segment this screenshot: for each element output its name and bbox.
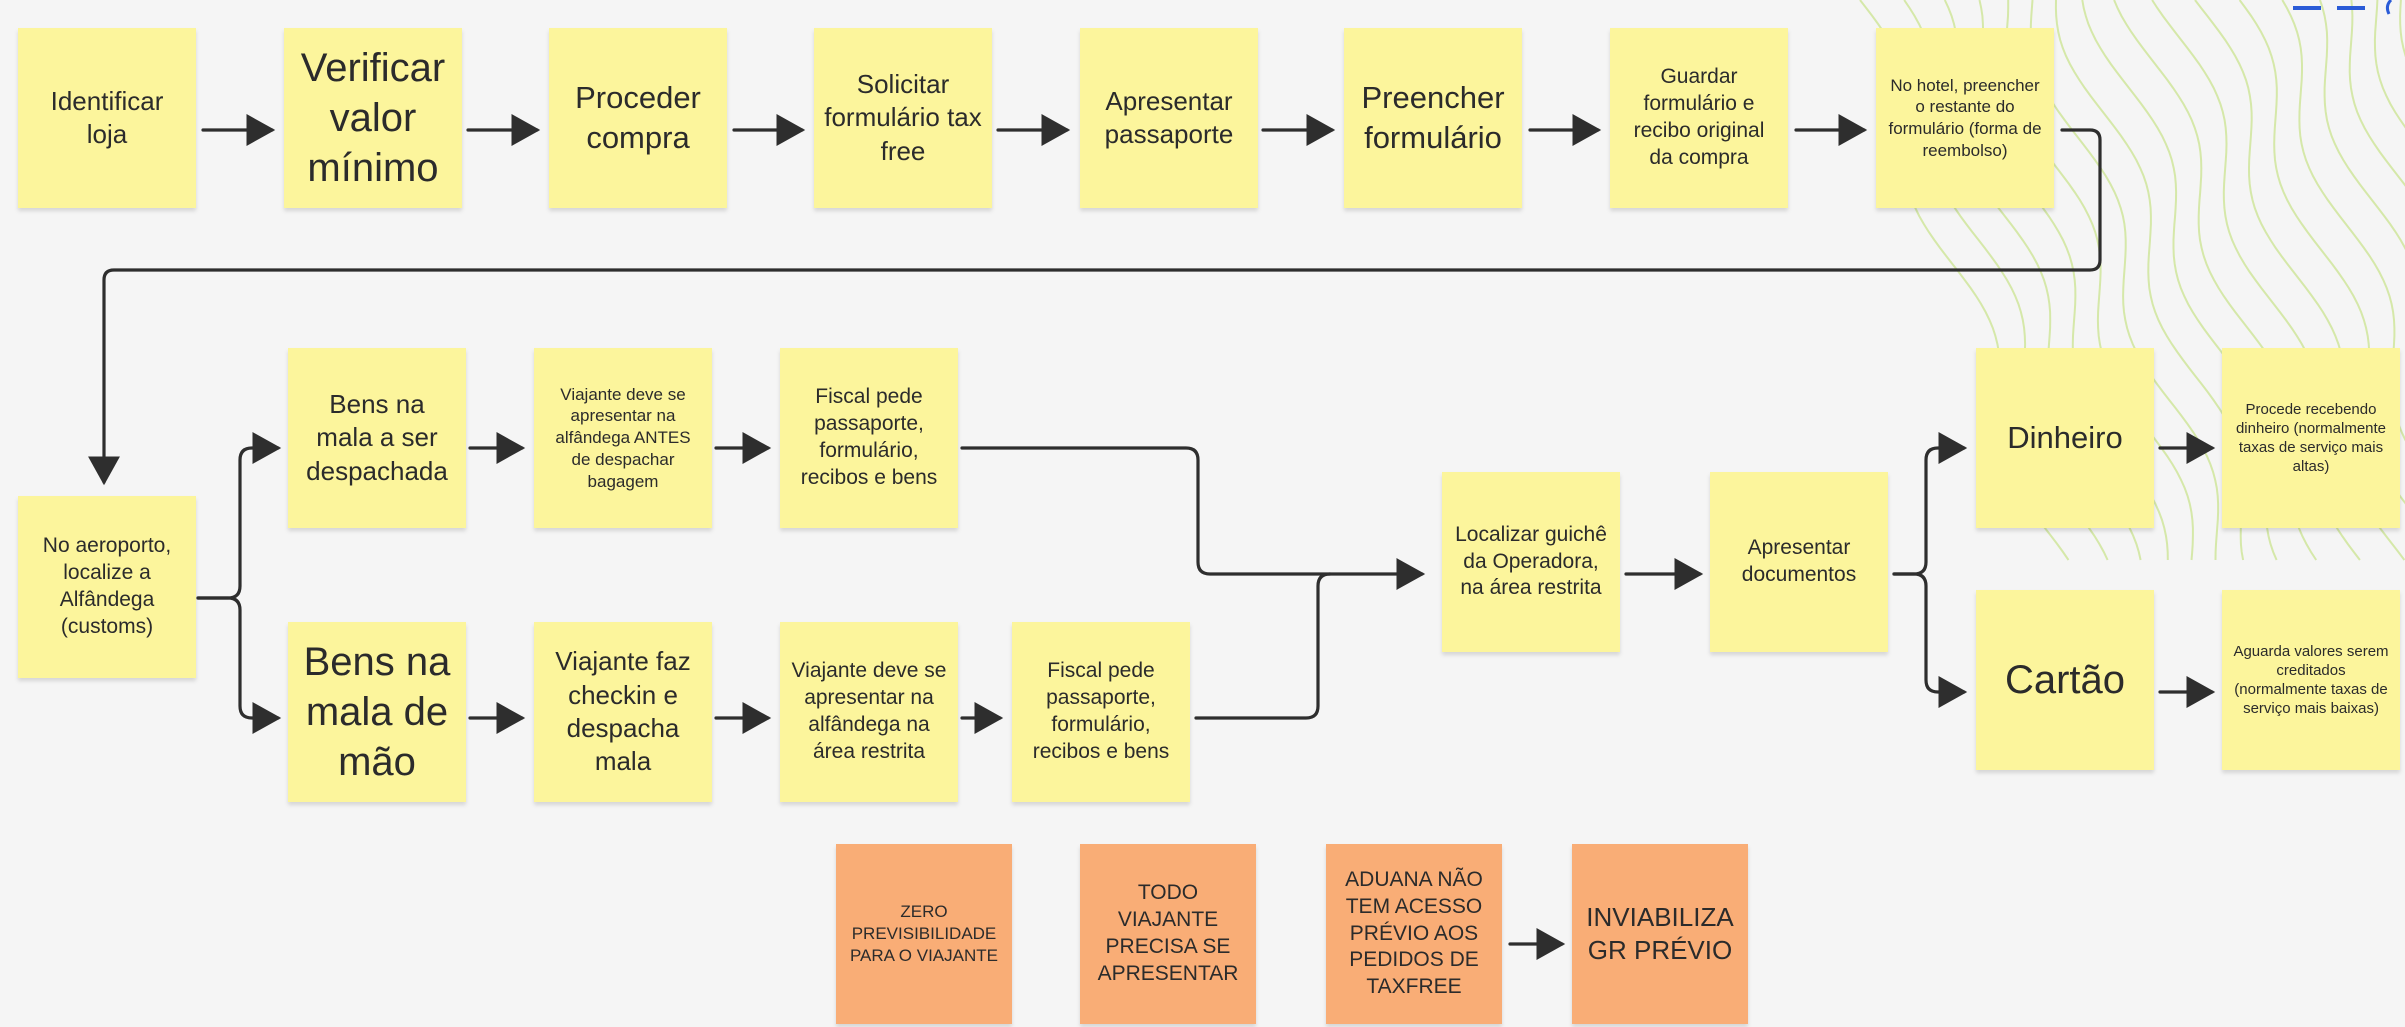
sticky-apresentar-documentos[interactable]: Apresentar documentos <box>1710 472 1888 652</box>
sticky-apresentar-passaporte[interactable]: Apresentar passaporte <box>1080 28 1258 208</box>
sticky-bens-mala-despachada[interactable]: Bens na mala a ser despachada <box>288 348 466 528</box>
sticky-aguarda-valores[interactable]: Aguarda valores serem creditados (normal… <box>2222 590 2400 770</box>
sticky-bens-mala-mao[interactable]: Bens na mala de mão <box>288 622 466 802</box>
sticky-aduana-sem-acesso[interactable]: ADUANA NÃO TEM ACESSO PRÉVIO AOS PEDIDOS… <box>1326 844 1502 1024</box>
arrow-aeroporto-to-bens-mao <box>196 596 282 734</box>
sticky-zero-previsibilidade[interactable]: ZERO PREVISIBILIDADE PARA O VIAJANTE <box>836 844 1012 1024</box>
sticky-dinheiro[interactable]: Dinheiro <box>1976 348 2154 528</box>
sticky-solicitar-formulario[interactable]: Solicitar formulário tax free <box>814 28 992 208</box>
sticky-fiscal-pede-2[interactable]: Fiscal pede passaporte, formulário, reci… <box>1012 622 1190 802</box>
sticky-cartao[interactable]: Cartão <box>1976 590 2154 770</box>
sticky-inviabiliza-gr[interactable]: INVIABILIZA GR PRÉVIO <box>1572 844 1748 1024</box>
sticky-guardar-formulario[interactable]: Guardar formulário e recibo original da … <box>1610 28 1788 208</box>
sticky-no-aeroporto[interactable]: No aeroporto, localize a Alfândega (cust… <box>18 496 196 678</box>
sticky-viajante-area-restrita[interactable]: Viajante deve se apresentar na alfândega… <box>780 622 958 802</box>
sticky-proceder-compra[interactable]: Proceder compra <box>549 28 727 208</box>
corner-partial-mark <box>2293 0 2393 15</box>
sticky-fiscal-pede-1[interactable]: Fiscal pede passaporte, formulário, reci… <box>780 348 958 528</box>
sticky-identificar-loja[interactable]: Identificar loja <box>18 28 196 208</box>
arrow-documentos-to-cartao <box>1892 572 1968 708</box>
arrow-fiscal-2-to-localizar <box>1194 572 1332 720</box>
sticky-no-hotel[interactable]: No hotel, preencher o restante do formul… <box>1876 28 2054 208</box>
sticky-preencher-formulario[interactable]: Preencher formulário <box>1344 28 1522 208</box>
sticky-procede-recebendo[interactable]: Procede recebendo dinheiro (normalmente … <box>2222 348 2400 528</box>
sticky-viajante-antes-despachar[interactable]: Viajante deve se apresentar na alfândega… <box>534 348 712 528</box>
sticky-localizar-guiche[interactable]: Localizar guichê da Operadora, na área r… <box>1442 472 1620 652</box>
arrow-fiscal-1-to-localizar <box>960 446 1426 590</box>
sticky-viajante-checkin[interactable]: Viajante faz checkin e despacha mala <box>534 622 712 802</box>
arrow-aeroporto-to-bens-despachada <box>196 432 282 600</box>
sticky-verificar-valor-minimo[interactable]: Verificar valor mínimo <box>284 28 462 208</box>
arrow-documentos-to-dinheiro <box>1892 432 1968 576</box>
arrow-hotel-to-aeroporto <box>88 128 2102 486</box>
sticky-todo-viajante[interactable]: TODO VIAJANTE PRECISA SE APRESENTAR <box>1080 844 1256 1024</box>
